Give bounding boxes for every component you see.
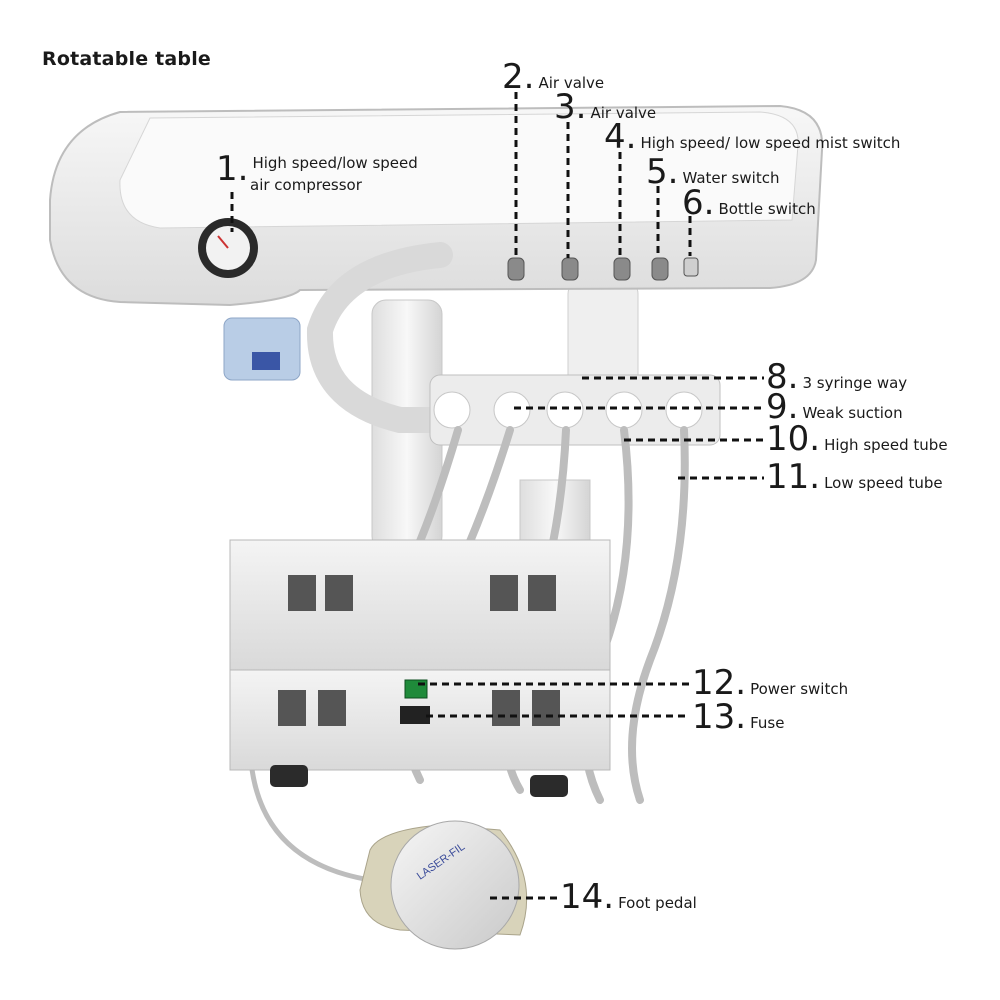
callout-13: 13.Fuse (692, 700, 784, 734)
callout-3: 3.Air valve (554, 90, 656, 124)
holder-slot-3 (546, 391, 584, 429)
cabinet-vents (278, 575, 560, 726)
callout-4: 4.High speed/ low speed mist switch (604, 120, 900, 154)
callout-number: 9 (766, 387, 788, 427)
vent-8 (532, 690, 560, 726)
callout-label: Air valve (538, 74, 605, 92)
callout-dot: . (809, 457, 821, 497)
holder-slots (433, 391, 703, 429)
callout-number: 8 (766, 357, 788, 397)
wheel-left (270, 765, 308, 787)
callout-number: 3 (554, 87, 576, 127)
callout-label: Fuse (750, 714, 785, 732)
callout-number: 1 (216, 149, 238, 189)
tray-knobs (507, 257, 699, 281)
gauge-needle (217, 235, 229, 249)
vent-3 (490, 575, 518, 611)
callout-number: 4 (604, 117, 626, 157)
callout-label: High speed tube (824, 436, 948, 454)
callout-dot: . (787, 387, 799, 427)
callout-number: 14 (560, 877, 604, 917)
callout-dot: . (523, 57, 535, 97)
callout-1: 1.High speed/low speed air compressor (216, 149, 418, 193)
callout-dot: . (703, 183, 715, 223)
wheels (270, 765, 568, 797)
callout-label: Low speed tube (824, 474, 943, 492)
callout-label: High speed/ low speed mist switch (640, 134, 901, 152)
callout-dot: . (237, 149, 249, 189)
callout-dot: . (809, 419, 821, 459)
knob-mist-switch (613, 257, 631, 281)
callout-label: Bottle switch (718, 200, 816, 218)
vent-7 (492, 690, 520, 726)
holder-slot-2 (493, 391, 531, 429)
callout-dot: . (735, 663, 747, 703)
holder-slot-5 (665, 391, 703, 429)
knob-bottle-switch (683, 257, 699, 277)
diagram-title: Rotatable table (42, 48, 212, 70)
vent-4 (528, 575, 556, 611)
callout-12: 12.Power switch (692, 666, 848, 700)
knob-air-valve-1 (507, 257, 525, 281)
callout-9: 9.Weak suction (766, 390, 903, 424)
leader-lines (230, 92, 764, 900)
callout-number: 11 (766, 457, 810, 497)
vent-6 (318, 690, 346, 726)
callout-dot: . (787, 357, 799, 397)
callout-label: Foot pedal (618, 894, 697, 912)
hose-low-speed (628, 426, 689, 804)
callout-number: 10 (766, 419, 810, 459)
vent-1 (288, 575, 316, 611)
callout-number: 6 (682, 183, 704, 223)
callout-number: 13 (692, 697, 736, 737)
callout-14: 14.Foot pedal (560, 880, 697, 914)
foot-pedal-top (390, 820, 520, 950)
tray-inner-surface (119, 111, 799, 229)
callout-label: Weak suction (802, 404, 903, 422)
callout-label: Water switch (682, 169, 780, 187)
callout-dot: . (603, 877, 615, 917)
callout-10: 10.High speed tube (766, 422, 948, 456)
support-arm (306, 242, 473, 433)
callout-dot: . (667, 152, 679, 192)
knob-water-switch (651, 257, 669, 281)
callout-label: Air valve (590, 104, 657, 122)
callout-6: 6.Bottle switch (682, 186, 816, 220)
vent-5 (278, 690, 306, 726)
callout-2: 2.Air valve (502, 60, 604, 94)
callout-number: 5 (646, 152, 668, 192)
callout-label: Power switch (750, 680, 849, 698)
callout-label: High speed/low speed (252, 154, 418, 172)
fuse-socket (400, 706, 430, 724)
callout-5: 5.Water switch (646, 155, 779, 189)
callout-dot: . (625, 117, 637, 157)
callout-dot: . (575, 87, 587, 127)
holder-slot-1 (433, 391, 471, 429)
vent-2 (325, 575, 353, 611)
wheel-right (530, 775, 568, 797)
callout-label: 3 syringe way (802, 374, 908, 392)
holder-slot-4 (605, 391, 643, 429)
callout-dot: . (735, 697, 747, 737)
callout-8: 8.3 syringe way (766, 360, 907, 394)
callout-label-line2: air compressor (250, 176, 362, 194)
callout-number: 2 (502, 57, 524, 97)
knob-air-valve-2 (561, 257, 579, 281)
callout-number: 12 (692, 663, 736, 703)
compressor-jar-label (252, 352, 280, 370)
water-bottle (567, 279, 639, 391)
callout-11: 11.Low speed tube (766, 460, 943, 494)
compressor-jar (223, 317, 301, 381)
